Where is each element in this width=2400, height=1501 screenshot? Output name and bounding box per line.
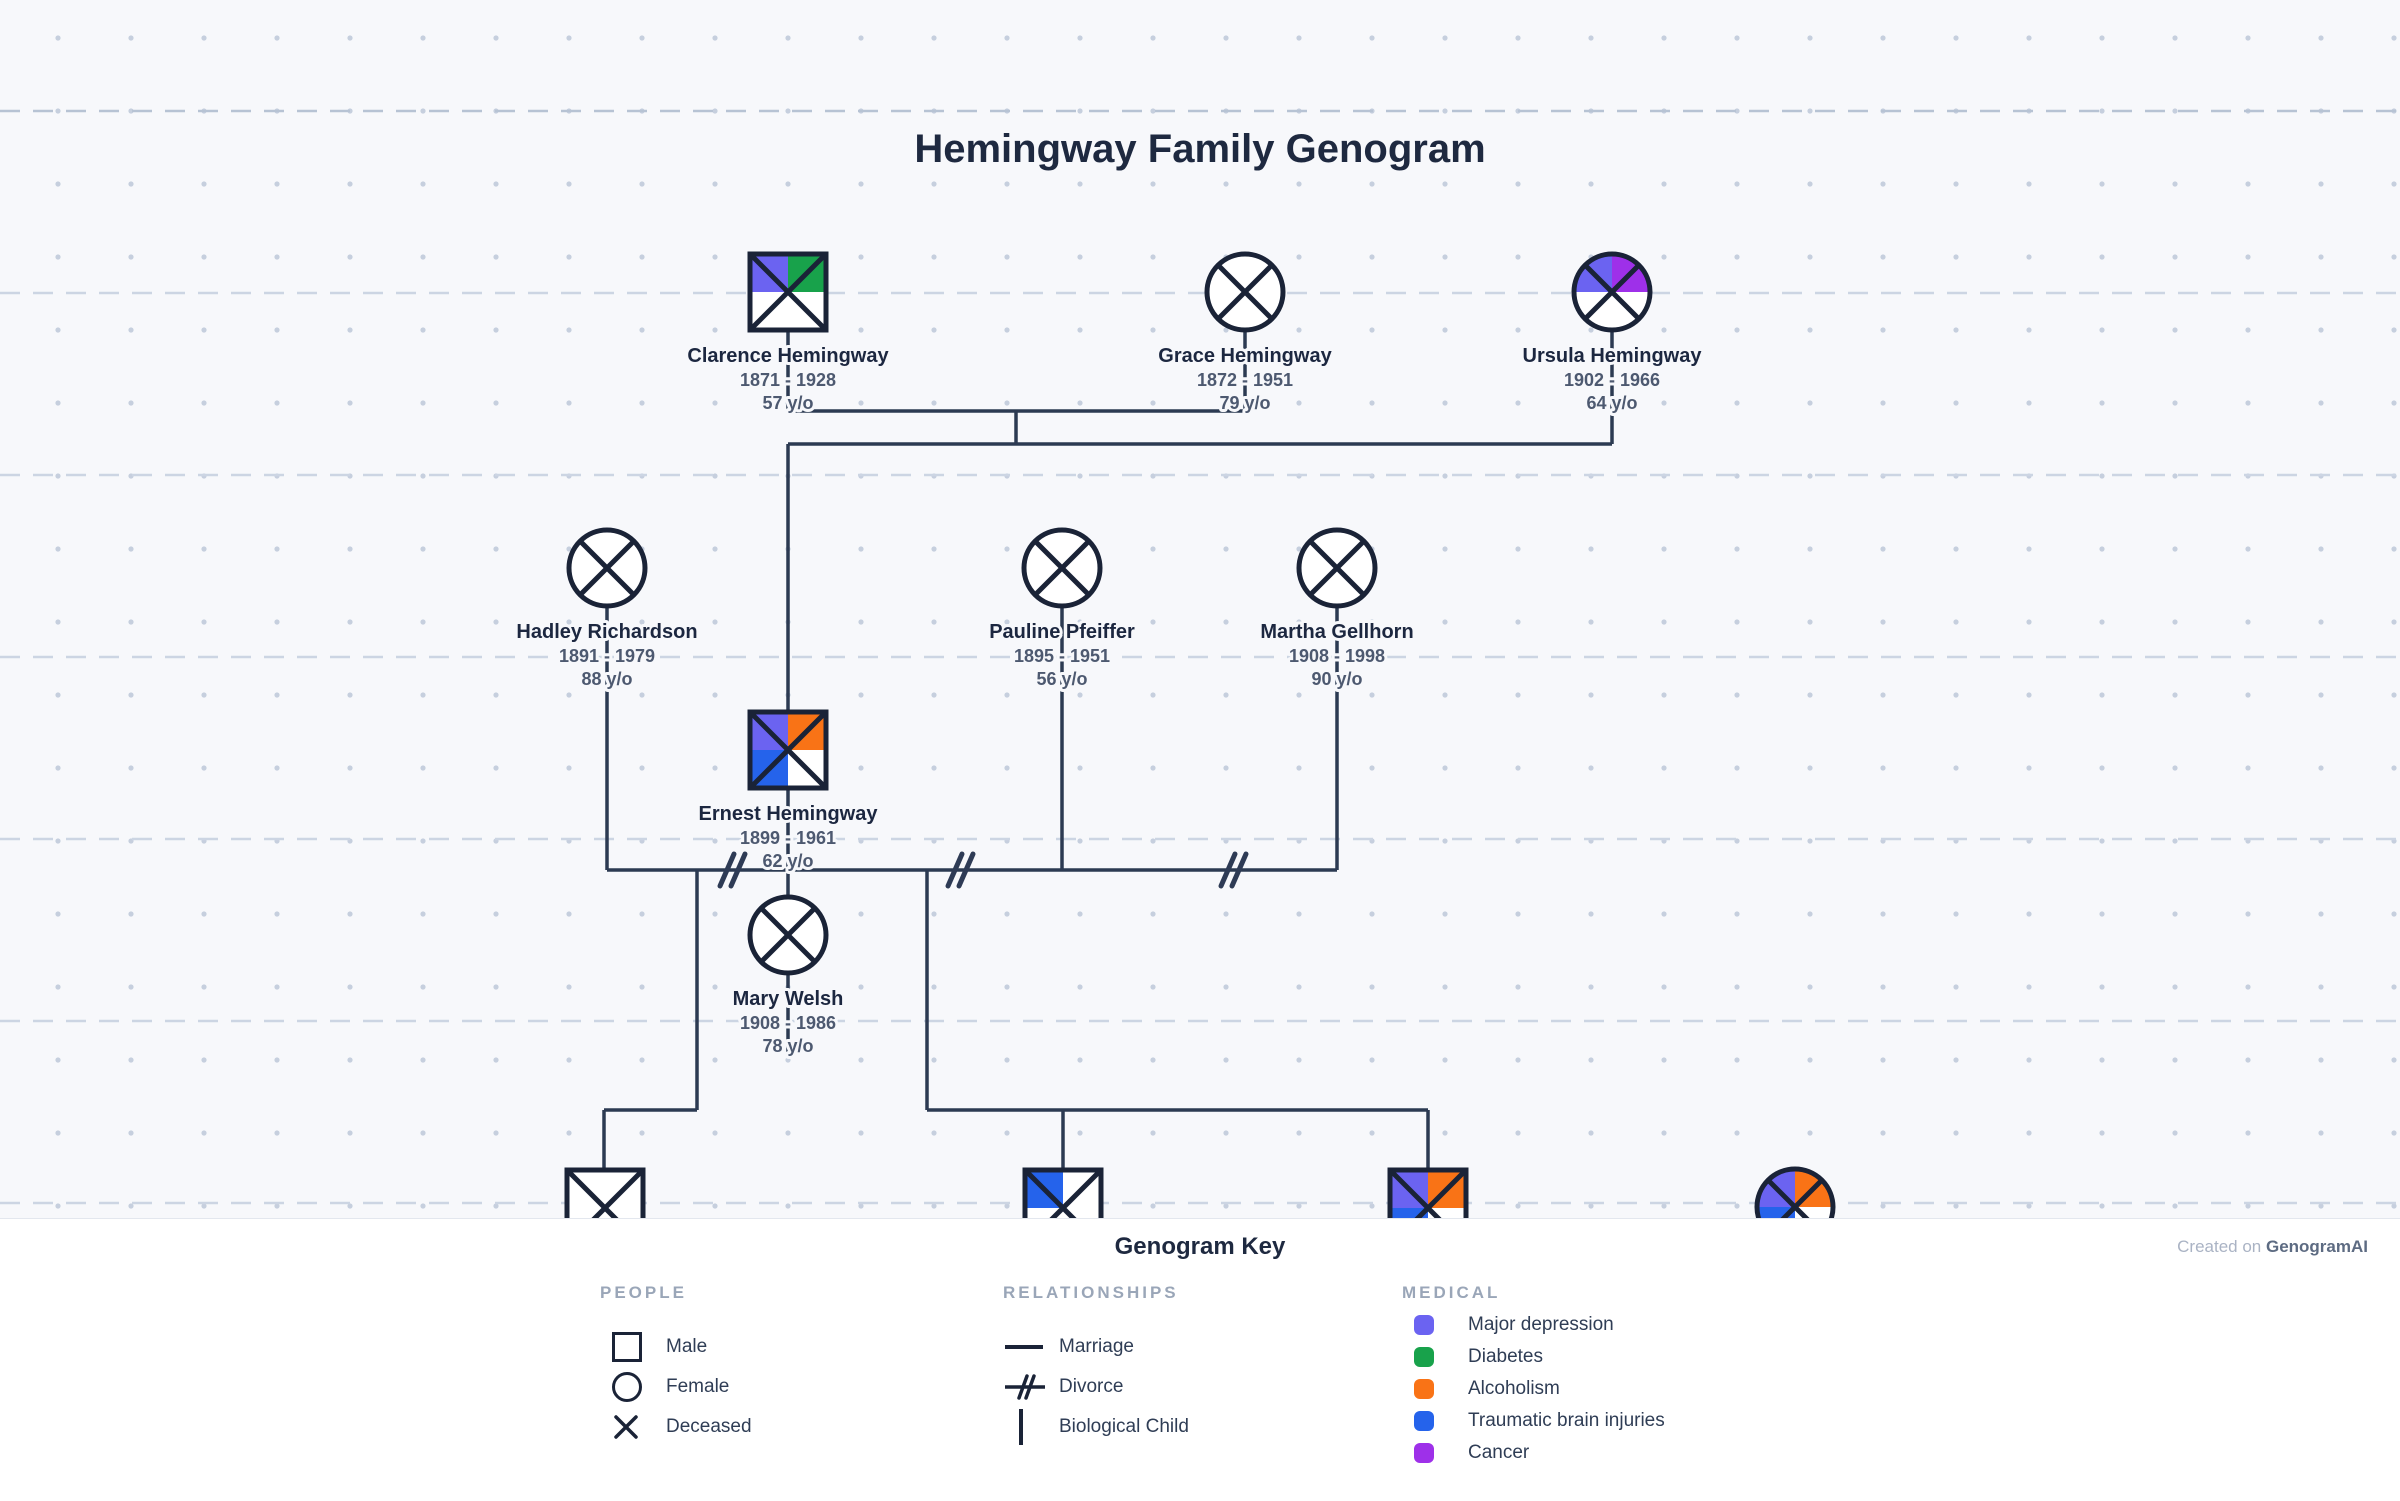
female-deceased-symbol (747, 894, 829, 976)
divorce-mark (1218, 851, 1249, 889)
person-name: Hadley Richardson (516, 621, 697, 643)
key-item-label: Alcoholism (1468, 1378, 1560, 1399)
key-item-major-depression: Major depression (1414, 1309, 1665, 1341)
male-deceased-symbol (747, 251, 829, 333)
key-item-alcoholism: Alcoholism (1414, 1373, 1665, 1405)
person-dates: 1895 - 1951 (1014, 646, 1110, 666)
person-node-ursula[interactable]: Ursula Hemingway 1902 - 1966 64 y/o (1520, 251, 1705, 416)
key-item-label: Male (666, 1336, 708, 1357)
person-dates: 1899 - 1961 (740, 828, 836, 848)
person-age: 78 y/o (762, 1036, 813, 1056)
person-node-clarence[interactable]: Clarence Hemingway 1871 - 1928 57 y/o (684, 251, 892, 416)
key-section-header: PEOPLE (600, 1283, 687, 1302)
person-age: 57 y/o (762, 393, 813, 413)
key-item-label: Marriage (1059, 1336, 1134, 1357)
key-section-header: MEDICAL (1402, 1283, 1501, 1302)
major-depression-swatch (1414, 1315, 1434, 1335)
person-node-hadley[interactable]: Hadley Richardson 1891 - 1979 88 y/o (513, 527, 701, 692)
traumatic-brain-injuries-swatch (1414, 1411, 1434, 1431)
person-name: Ernest Hemingway (699, 803, 879, 825)
person-dates: 1908 - 1998 (1289, 646, 1385, 666)
person-dates: 1908 - 1986 (740, 1013, 836, 1033)
person-node-pauline[interactable]: Pauline Pfeiffer 1895 - 1951 56 y/o (986, 527, 1138, 692)
divorce-mark (717, 851, 748, 889)
diabetes-swatch (1414, 1347, 1434, 1367)
key-item-traumatic-brain-injuries: Traumatic brain injuries (1414, 1405, 1665, 1437)
person-dates: 1871 - 1928 (740, 370, 836, 390)
person-name: Clarence Hemingway (687, 345, 889, 367)
key-title: Genogram Key (1114, 1233, 1286, 1260)
attribution: Created on GenogramAI (2177, 1237, 2368, 1257)
female-deceased-symbol (1296, 527, 1378, 609)
deceased-x-icon (614, 1415, 638, 1439)
brand-name[interactable]: GenogramAI (2265, 1237, 2368, 1256)
person-node-martha[interactable]: Martha Gellhorn 1908 - 1998 90 y/o (1257, 527, 1417, 692)
person-name: Ursula Hemingway (1523, 345, 1703, 367)
divorce-line-icon (1005, 1374, 1045, 1400)
female-symbol-icon (612, 1372, 642, 1402)
person-dates: 1902 - 1966 (1564, 370, 1660, 390)
person-dates: 1872 - 1951 (1197, 370, 1293, 390)
person-name: Grace Hemingway (1158, 345, 1332, 367)
person-name: Mary Welsh (733, 988, 844, 1010)
key-item-label: Biological Child (1059, 1416, 1189, 1437)
person-age: 79 y/o (1219, 393, 1270, 413)
female-deceased-symbol (1204, 251, 1286, 333)
male-symbol-icon (612, 1332, 642, 1362)
person-node-child-1[interactable] (564, 1167, 646, 1249)
biological-child-line-icon (1019, 1409, 1023, 1445)
dashed-gridlines (0, 109, 2400, 1205)
key-item-cancer: Cancer (1414, 1437, 1665, 1469)
person-age: 62 y/o (762, 851, 813, 871)
female-deceased-symbol (1021, 527, 1103, 609)
person-age: 56 y/o (1036, 669, 1087, 689)
cancer-swatch (1414, 1443, 1434, 1463)
female-deceased-symbol (1571, 251, 1653, 333)
person-node-child-2[interactable] (1022, 1167, 1104, 1249)
alcoholism-swatch (1414, 1379, 1434, 1399)
person-node-grace[interactable]: Grace Hemingway 1872 - 1951 79 y/o (1155, 251, 1336, 416)
divorce-mark (945, 851, 976, 889)
key-item-diabetes: Diabetes (1414, 1341, 1665, 1373)
person-name: Pauline Pfeiffer (989, 621, 1135, 643)
key-item-male: Male (612, 1327, 752, 1367)
person-age: 90 y/o (1311, 669, 1362, 689)
dot-grid (0, 0, 2400, 1218)
key-section-relationships: RELATIONSHIPS Marriage Divorce Biologic (1003, 1283, 1189, 1447)
page-title: Hemingway Family Genogram (914, 127, 1485, 171)
key-item-marriage: Marriage (1005, 1327, 1189, 1367)
person-age: 64 y/o (1586, 393, 1637, 413)
female-deceased-symbol (566, 527, 648, 609)
attribution-prefix: Created on (2177, 1237, 2266, 1256)
marriage-line-icon (1005, 1345, 1043, 1349)
key-item-label: Divorce (1059, 1376, 1124, 1397)
key-item-deceased: Deceased (612, 1407, 752, 1447)
key-item-label: Major depression (1468, 1314, 1614, 1335)
key-section-people: PEOPLE Male Female Deceased (600, 1283, 752, 1447)
relationship-lines (602, 330, 1614, 1170)
person-node-child-3[interactable] (1387, 1167, 1469, 1249)
key-section-medical: MEDICAL Major depression Diabetes Alcoho… (1402, 1283, 1665, 1469)
person-age: 88 y/o (581, 669, 632, 689)
key-item-label: Diabetes (1468, 1346, 1543, 1367)
person-node-ernest[interactable]: Ernest Hemingway 1899 - 1961 62 y/o (696, 709, 881, 874)
key-item-label: Deceased (666, 1416, 752, 1437)
key-item-divorce: Divorce (1005, 1367, 1189, 1407)
key-item-female: Female (612, 1367, 752, 1407)
person-name: Martha Gellhorn (1260, 621, 1413, 643)
key-section-header: RELATIONSHIPS (1003, 1283, 1179, 1302)
key-item-label: Cancer (1468, 1442, 1530, 1463)
male-deceased-symbol (747, 709, 829, 791)
key-item-biological-child: Biological Child (1005, 1407, 1189, 1447)
key-item-label: Female (666, 1376, 730, 1397)
person-dates: 1891 - 1979 (559, 646, 655, 666)
genogram-key-panel: Created on GenogramAI Genogram Key PEOPL… (0, 1218, 2400, 1501)
genogram-canvas[interactable]: Hemingway Family Genogram (0, 0, 2400, 1249)
key-item-label: Traumatic brain injuries (1468, 1410, 1665, 1431)
person-node-mary[interactable]: Mary Welsh 1908 - 1986 78 y/o (730, 894, 846, 1059)
